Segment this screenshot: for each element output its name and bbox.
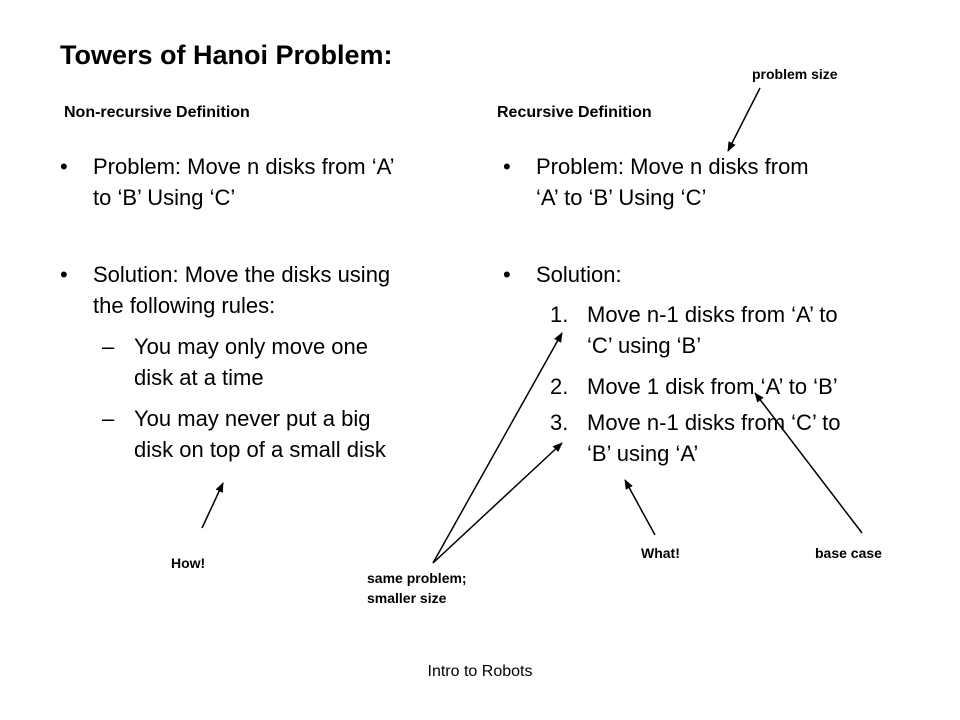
right-problem-line2: ‘A’ to ‘B’ Using ‘C’ <box>536 185 707 210</box>
bullet-icon: • <box>503 262 511 287</box>
slide-footer: Intro to Robots <box>427 663 533 680</box>
left-rule2-line2: disk on top of a small disk <box>134 437 386 462</box>
what-annotation: What! <box>641 545 680 561</box>
left-solution-line1: Solution: Move the disks using <box>93 262 391 287</box>
same-problem-annotation: same problem; smaller size <box>367 568 467 608</box>
left-rule1-line2: disk at a time <box>134 365 264 390</box>
left-subtitle: Non-recursive Definition <box>64 104 250 121</box>
step-number: 2. <box>550 374 569 399</box>
same-problem-line1: same problem; <box>367 570 467 586</box>
base-case-arrow <box>754 392 863 534</box>
right-subtitle: Recursive Definition <box>497 104 652 121</box>
step-2-line1: Move 1 disk from ‘A’ to ‘B’ <box>587 374 838 399</box>
dash-icon: – <box>102 406 115 431</box>
step-1-line2: ‘C’ using ‘B’ <box>587 333 702 358</box>
base-case-annotation: base case <box>815 545 882 561</box>
same-problem-arrow-step1 <box>432 332 563 564</box>
left-problem-line1: Problem: Move n disks from ‘A’ <box>93 154 395 179</box>
dash-icon: – <box>102 334 115 359</box>
right-problem-line1: Problem: Move n disks from <box>536 154 809 179</box>
step-3-line2: ‘B’ using ‘A’ <box>587 441 699 466</box>
what-arrow <box>624 479 656 536</box>
left-solution-line2: the following rules: <box>93 293 276 318</box>
problem-size-arrow <box>727 87 761 152</box>
left-rule1-line1: You may only move one <box>134 334 368 359</box>
bullet-icon: • <box>503 154 511 179</box>
step-3-line1: Move n-1 disks from ‘C’ to <box>587 410 841 435</box>
step-number: 1. <box>550 302 569 327</box>
how-annotation: How! <box>171 555 206 571</box>
step-1-line1: Move n-1 disks from ‘A’ to <box>587 302 838 327</box>
how-arrow <box>201 482 224 529</box>
bullet-icon: • <box>60 154 68 179</box>
step-number: 3. <box>550 410 569 435</box>
same-problem-arrow-step3 <box>432 442 563 564</box>
same-problem-line2: smaller size <box>367 590 447 606</box>
problem-size-annotation: problem size <box>752 66 838 82</box>
slide-title: Towers of Hanoi Problem: <box>60 40 393 70</box>
left-rule2-line1: You may never put a big <box>134 406 371 431</box>
right-solution-label: Solution: <box>536 262 622 287</box>
left-problem-line2: to ‘B’ Using ‘C’ <box>93 185 236 210</box>
bullet-icon: • <box>60 262 68 287</box>
